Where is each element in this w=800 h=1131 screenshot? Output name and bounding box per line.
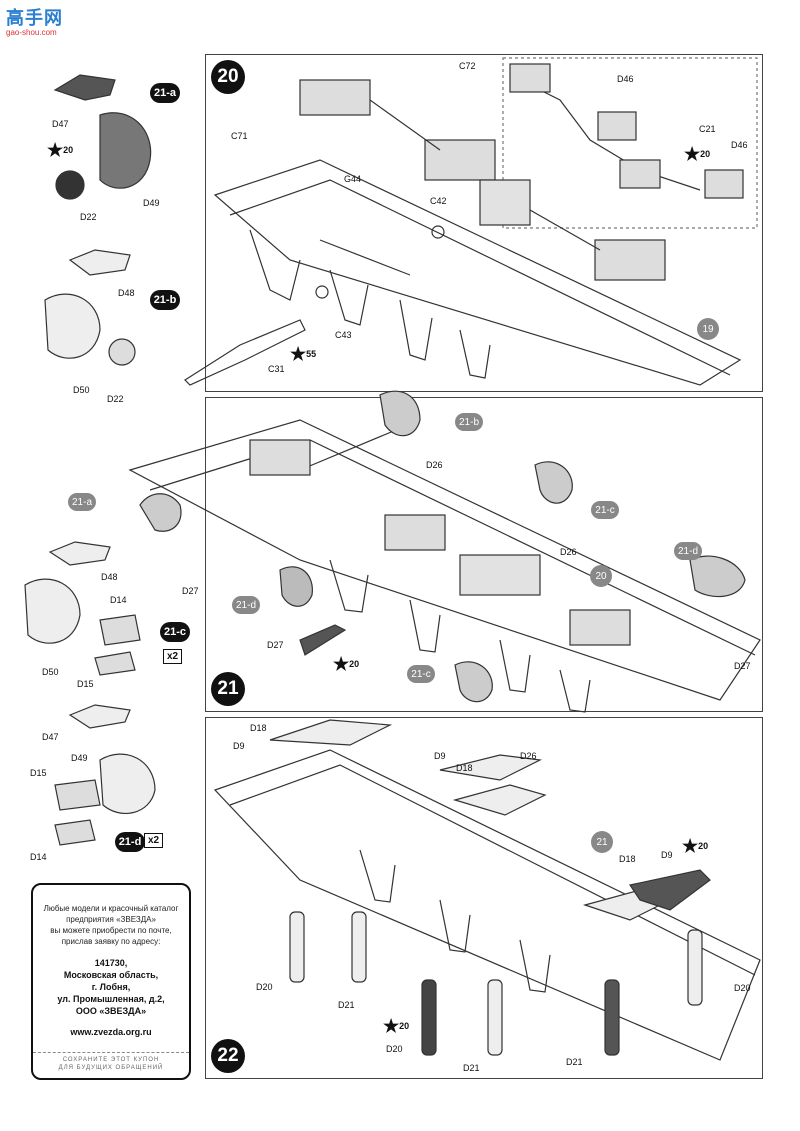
part-label: C31 [268, 364, 285, 374]
part-label: D9 [434, 751, 446, 761]
part-label: C42 [430, 196, 447, 206]
coupon-address: г. Лобня, [91, 982, 131, 992]
part-label: D46 [731, 140, 748, 150]
part-label: D21 [463, 1063, 480, 1073]
substep-tag: 21-b [455, 413, 483, 431]
coupon-footer-line: СОХРАНИТЕ ЭТОТ КУПОН [62, 1057, 160, 1063]
quantity-badge: x2 [144, 833, 164, 848]
substep-tag: 21-d [232, 596, 260, 614]
part-label: D21 [338, 1000, 355, 1010]
substep-tag: 21-c [591, 501, 619, 519]
star-reference: ★20 [684, 144, 711, 164]
part-label: D48 [118, 288, 135, 298]
part-label: C43 [335, 330, 352, 340]
part-label: D9 [233, 741, 245, 751]
coupon-address: ул. Промышленная, д.2, [57, 994, 165, 1004]
part-label: D21 [566, 1057, 583, 1067]
part-label: D47 [42, 732, 59, 742]
part-label: D26 [426, 460, 443, 470]
substep-21d-badge: 21-d [115, 832, 145, 852]
coupon-text: Любые модели и красочный каталог [43, 904, 179, 913]
part-label: D20 [256, 982, 273, 992]
part-label: C21 [699, 124, 716, 134]
reference-step-circle: 20 [590, 565, 612, 587]
part-label: D47 [52, 119, 69, 129]
part-label: D50 [42, 667, 59, 677]
watermark: 高手网 gao-shou.com [6, 4, 63, 37]
part-label: D49 [143, 198, 160, 208]
substep-tag: 21-c [407, 665, 435, 683]
coupon-address: ООО «ЗВЕЗДА» [75, 1006, 147, 1016]
substep-21b-badge: 21-b [150, 290, 180, 310]
part-label: D15 [30, 768, 47, 778]
part-label: D18 [619, 854, 636, 864]
substep-tag: 21-a [68, 493, 96, 511]
part-label: D50 [73, 385, 90, 395]
part-label: C71 [231, 131, 248, 141]
part-label: D27 [734, 661, 751, 671]
substep-21c-badge: 21-c [160, 622, 190, 642]
coupon-address: 141730, [94, 958, 128, 968]
part-label: D46 [617, 74, 634, 84]
part-label: D15 [77, 679, 94, 689]
coupon-text: предприятия «ЗВЕЗДА» [66, 915, 156, 924]
part-label: D27 [267, 640, 284, 650]
part-label: D48 [101, 572, 118, 582]
substep-tag: 21-d [674, 542, 702, 560]
part-label: D20 [386, 1044, 403, 1054]
star-reference: ★20 [47, 140, 74, 160]
star-reference: ★20 [682, 836, 709, 856]
part-label: D27 [182, 586, 199, 596]
watermark-url: gao-shou.com [6, 28, 57, 37]
reference-step-circle: 19 [697, 318, 719, 340]
coupon-text: прислав заявку по адресу: [61, 937, 161, 946]
watermark-brand: 高手网 [6, 8, 63, 28]
part-label: D9 [661, 850, 673, 860]
coupon-url[interactable]: www.zvezda.org.ru [70, 1027, 152, 1037]
part-label: D22 [80, 212, 97, 222]
quantity-badge: x2 [163, 649, 183, 664]
part-label: C72 [459, 61, 476, 71]
part-label: G44 [344, 174, 362, 184]
part-label: D26 [560, 547, 577, 557]
step-number-21: 21 [211, 672, 245, 706]
coupon-footer: СОХРАНИТЕ ЭТОТ КУПОН ДЛЯ БУДУЩИХ ОБРАЩЕН… [33, 1052, 189, 1072]
part-label: D22 [107, 394, 124, 404]
part-label: D18 [456, 763, 473, 773]
coupon-address: Московская область, [63, 970, 159, 980]
substep-21a-badge: 21-a [150, 83, 180, 103]
step-number-22: 22 [211, 1039, 245, 1073]
reference-step-circle: 21 [591, 831, 613, 853]
part-label: D20 [734, 983, 751, 993]
mail-order-coupon: Любые модели и красочный каталог предпри… [31, 883, 191, 1080]
coupon-text: вы можете приобрести по почте, [50, 926, 172, 935]
part-label: D49 [71, 753, 88, 763]
star-reference: ★20 [383, 1016, 410, 1036]
part-label: D14 [110, 595, 127, 605]
star-reference: ★55 [290, 344, 317, 364]
part-label: D26 [520, 751, 537, 761]
step-number-20: 20 [211, 60, 245, 94]
star-reference: ★20 [333, 654, 360, 674]
coupon-footer-line: ДЛЯ БУДУЩИХ ОБРАЩЕНИЙ [58, 1065, 164, 1071]
part-label: D14 [30, 852, 47, 862]
part-label: D18 [250, 723, 267, 733]
